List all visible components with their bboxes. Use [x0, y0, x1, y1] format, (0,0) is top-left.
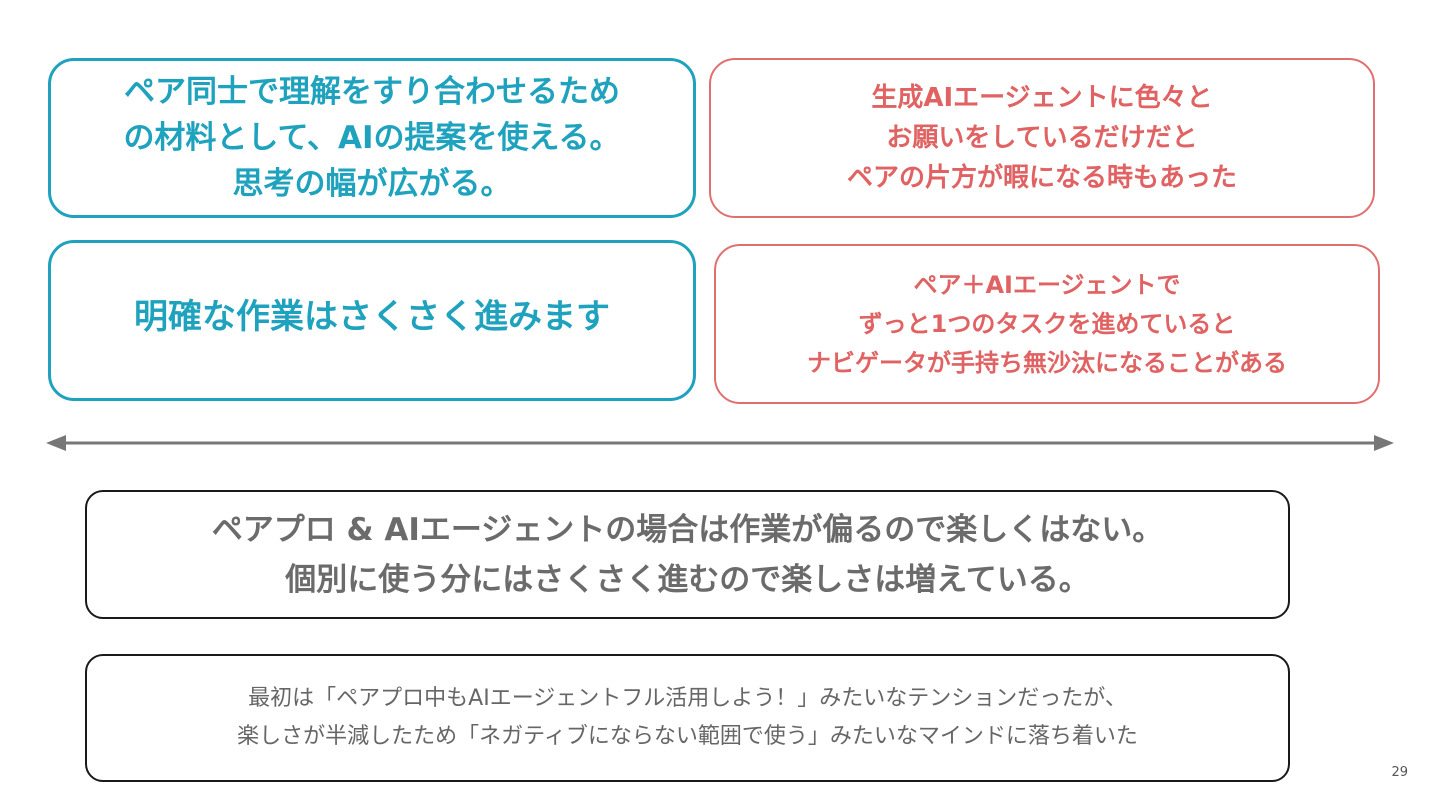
note-box: 最初は「ペアプロ中もAIエージェントフル活用しよう！」みたいなテンションだったが…: [85, 654, 1290, 782]
card-text-line: の材料として、AIの提案を使える。: [123, 120, 621, 156]
card-text-line: ナビゲータが手持ち無沙汰になることがある: [807, 348, 1287, 377]
card-text-line: 思考の幅が広がる。: [232, 166, 512, 202]
positive-card-fast-work: 明確な作業はさくさく進みます: [48, 240, 696, 401]
card-text-line: ペア同士で理解をすり合わせるため: [124, 74, 620, 110]
page-number: 29: [1391, 765, 1408, 780]
positive-card-discussion: ペア同士で理解をすり合わせるため の材料として、AIの提案を使える。 思考の幅が…: [48, 58, 696, 218]
card-text-line: 生成AIエージェントに色々と: [871, 83, 1213, 113]
card-text-line: 明確な作業はさくさく進みます: [134, 296, 610, 337]
summary-line: 個別に使う分にはさくさく進むので楽しさは増えている。: [285, 561, 1090, 598]
negative-card-idle-partner: 生成AIエージェントに色々と お願いをしているだけだと ペアの片方が暇になる時も…: [709, 58, 1375, 218]
card-text-line: ずっと1つのタスクを進めていると: [858, 309, 1236, 338]
note-line: 楽しさが半減したため「ネガティブにならない範囲で使う」みたいなマインドに落ち着い…: [237, 724, 1138, 749]
summary-line: ペアプロ & AIエージェントの場合は作業が偏るので楽しくはない。: [211, 511, 1164, 548]
card-text-line: ペア＋AIエージェントで: [913, 270, 1181, 299]
double-headed-arrow: [46, 435, 1394, 451]
summary-box: ペアプロ & AIエージェントの場合は作業が偏るので楽しくはない。 個別に使う分…: [85, 490, 1290, 619]
note-line: 最初は「ペアプロ中もAIエージェントフル活用しよう！」みたいなテンションだったが…: [248, 686, 1127, 711]
card-text-line: ペアの片方が暇になる時もあった: [846, 163, 1237, 193]
card-text-line: お願いをしているだけだと: [886, 123, 1198, 153]
negative-card-navigator-idle: ペア＋AIエージェントで ずっと1つのタスクを進めていると ナビゲータが手持ち無…: [714, 244, 1380, 404]
